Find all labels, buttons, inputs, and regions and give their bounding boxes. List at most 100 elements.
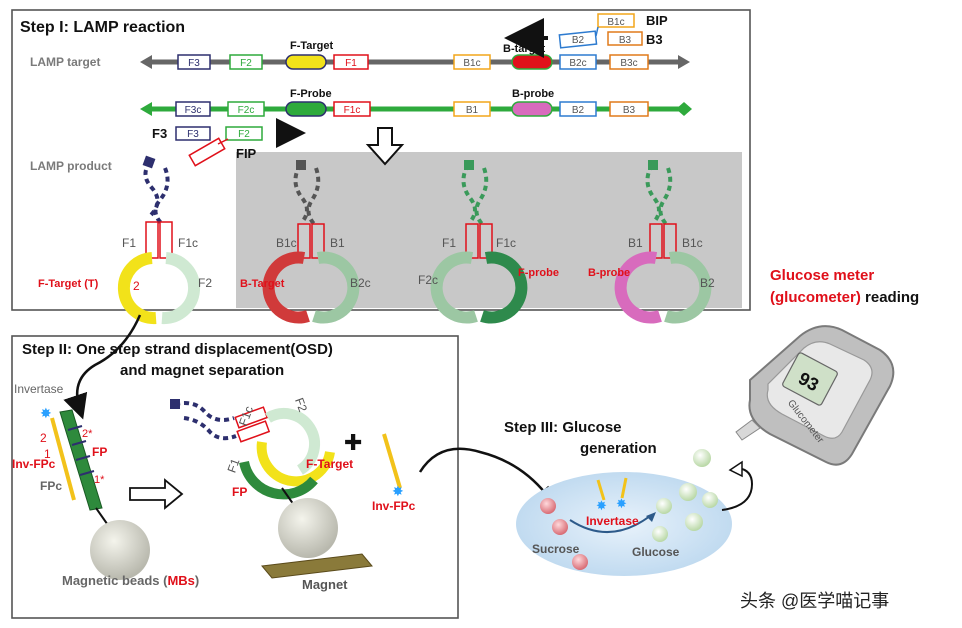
b-probe-label: B-probe xyxy=(512,88,554,100)
step3-title-line1: Step III: Glucose xyxy=(504,419,622,436)
seg-b3 xyxy=(609,101,649,117)
glucometer-word: (glucometer) xyxy=(770,289,861,306)
seg-b1 xyxy=(453,101,491,117)
b3-primer-label: B3 xyxy=(619,35,632,46)
product1-tail-a xyxy=(143,160,160,218)
f3-primer xyxy=(175,126,211,141)
product3-probe-label: F-probe xyxy=(518,267,559,279)
product3-stem-right xyxy=(479,223,493,259)
seg-b1c xyxy=(453,54,491,70)
bip-label: BIP xyxy=(646,13,668,28)
product2-right-label: B1 xyxy=(330,236,345,250)
glucose-molecule-1 xyxy=(652,526,668,542)
glucose-molecule-4 xyxy=(685,513,703,531)
target-arrow-left xyxy=(140,55,152,69)
product3-end xyxy=(464,160,474,170)
glucometer-display xyxy=(782,352,838,406)
f-target-label: F-Target xyxy=(290,40,334,52)
product4-left-label: B1 xyxy=(628,236,643,250)
seg-f3-label: F3 xyxy=(188,58,200,69)
pool-invertase-icon-2: ✸ xyxy=(616,496,627,511)
fp-label: FP xyxy=(92,445,107,459)
product1-f2-label: F2 xyxy=(198,276,212,290)
released-inv-fpc xyxy=(382,433,402,489)
step2-title-line2: and magnet separation xyxy=(120,362,284,379)
test-strip xyxy=(735,419,761,441)
product2-loop-left xyxy=(262,251,310,324)
conversion-arrow xyxy=(569,515,651,533)
product3-stem-left xyxy=(465,223,479,259)
seg-b1-label: B1 xyxy=(466,105,479,116)
f-probe-label: F-Probe xyxy=(290,88,332,100)
magnetic-bead-2 xyxy=(278,498,338,558)
complex-loop-yellow xyxy=(256,441,335,487)
product3-f2c-label: F2c xyxy=(418,273,438,287)
product3-tail-b xyxy=(474,167,489,226)
seg-b2 xyxy=(559,101,597,117)
glucometer-device: 93 Glucometer xyxy=(735,325,895,466)
product3-tail-a xyxy=(461,163,477,224)
hybrid-bar-1 xyxy=(67,425,83,431)
product2-b2c-label: B2c xyxy=(350,276,371,290)
lamp-product-2 xyxy=(262,160,360,324)
seg-f1 xyxy=(333,54,369,70)
seg-f2-label: F2 xyxy=(240,58,252,69)
product1-right-label: F1c xyxy=(178,236,198,250)
step2-num-1: 1 xyxy=(44,447,51,461)
f-probe-pill xyxy=(285,101,327,117)
complex-fp-strand xyxy=(239,460,318,500)
magnet xyxy=(261,553,373,579)
product4-tail-b xyxy=(658,167,673,226)
watermark-text: 头条 @医学喵记事 xyxy=(740,591,889,611)
sucrose-molecule-3 xyxy=(572,554,588,570)
lamp-product-label: LAMP product xyxy=(30,159,112,173)
inv-fpc-label: Inv-FPc xyxy=(12,457,56,471)
magnetic-beads-label: Magnetic beads (MBs) xyxy=(62,573,199,588)
magnetic-bead-1 xyxy=(90,520,150,580)
seg-b3c-label: B3c xyxy=(620,58,637,69)
product2-stem-left xyxy=(297,223,311,259)
product3-loop-right xyxy=(480,251,528,324)
seg-f1c xyxy=(333,101,371,117)
glucose-label: Glucose xyxy=(632,545,680,559)
fip-label: FIP xyxy=(236,146,257,161)
pool-to-meter-arrowhead xyxy=(728,460,743,478)
complex-f1c-label: F1c xyxy=(236,404,256,428)
seg-b2c xyxy=(559,54,597,70)
product2-tail-a xyxy=(293,163,309,224)
product4-end xyxy=(648,160,658,170)
seg-f1c-label: F1c xyxy=(344,105,361,116)
product1-loop-right xyxy=(161,252,201,325)
connector-step2-to-step3 xyxy=(418,447,547,495)
complex-loop-green xyxy=(265,408,321,475)
product1-left-label: F1 xyxy=(122,236,136,250)
seg-b3-label: B3 xyxy=(623,105,636,116)
complex-tail-a xyxy=(174,401,235,422)
pool-probe-2 xyxy=(620,477,628,499)
glucose-meter-subtitle: (glucometer) reading xyxy=(770,289,919,306)
complex-tail-b xyxy=(183,416,237,441)
product4-right-label: B1c xyxy=(682,236,703,250)
step3-title-line2: generation xyxy=(580,440,657,457)
glucose-meter-title: Glucose meter xyxy=(770,267,874,284)
f-target-pill xyxy=(285,54,327,70)
seg-b2c-label: B2c xyxy=(569,58,586,69)
product1-loop-left xyxy=(117,252,157,325)
seg-b1c-label: B1c xyxy=(463,58,480,69)
reaction-pool xyxy=(516,472,732,576)
b-probe-pill xyxy=(511,101,553,117)
b-target-pill xyxy=(511,54,553,70)
complex-f-target-label: F-Target xyxy=(306,457,353,471)
product3-right-label: F1c xyxy=(496,236,516,250)
seg-f2c xyxy=(227,101,265,117)
seg-f1-label: F1 xyxy=(345,58,357,69)
seg-f3c xyxy=(175,101,211,117)
step2-title-line1: Step II: One step strand displacement(OS… xyxy=(22,341,333,358)
complex-stem-bottom xyxy=(236,420,271,443)
inv-fpc-strand xyxy=(50,417,76,501)
reading-word: reading xyxy=(861,289,919,306)
lamp-product-1: 2 xyxy=(117,155,201,325)
product2-target-label: B-Target xyxy=(240,278,285,290)
sucrose-label: Sucrose xyxy=(532,542,580,556)
fpc-label: FPc xyxy=(40,479,62,493)
